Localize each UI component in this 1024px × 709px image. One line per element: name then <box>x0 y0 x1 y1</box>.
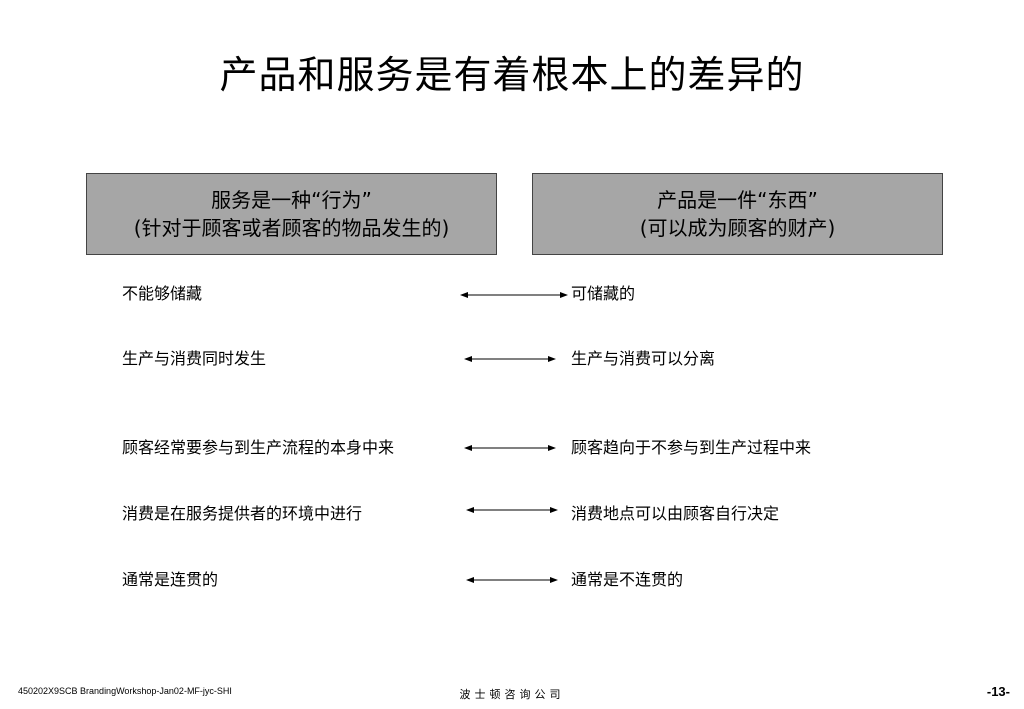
product-trait-4: 消费地点可以由顾客自行决定 <box>571 504 780 523</box>
double-arrow-icon <box>466 577 558 583</box>
product-box: 产品是一件“东西” (可以成为顾客的财产) <box>532 173 943 255</box>
service-trait-1: 不能够储藏 <box>122 284 203 303</box>
footer-file-code: 450202X9SCB BrandingWorkshop-Jan02-MF-jy… <box>18 686 232 696</box>
service-trait-3: 顾客经常要参与到生产流程的本身中来 <box>122 438 395 457</box>
page-title: 产品和服务是有着根本上的差异的 <box>219 53 805 97</box>
service-box-heading: 服务是一种“行为” <box>211 188 372 212</box>
product-trait-3: 顾客趋向于不参与到生产过程中来 <box>571 438 812 457</box>
product-trait-1: 可储藏的 <box>571 284 636 303</box>
service-box: 服务是一种“行为” (针对于顾客或者顾客的物品发生的) <box>86 173 497 255</box>
service-trait-2: 生产与消费同时发生 <box>122 349 267 368</box>
double-arrow-icon <box>460 292 568 298</box>
double-arrow-icon <box>464 356 556 362</box>
page-number: -13- <box>986 684 1010 699</box>
double-arrow-icon <box>464 445 556 451</box>
service-trait-4: 消费是在服务提供者的环境中进行 <box>122 504 363 523</box>
service-trait-5: 通常是连贯的 <box>122 570 219 589</box>
product-trait-2: 生产与消费可以分离 <box>571 349 716 368</box>
service-box-subheading: (针对于顾客或者顾客的物品发生的) <box>133 216 450 240</box>
product-box-subheading: (可以成为顾客的财产) <box>639 216 836 240</box>
product-trait-5: 通常是不连贯的 <box>571 570 684 589</box>
product-box-heading: 产品是一件“东西” <box>657 188 818 212</box>
footer-company-name: 波士顿咨询公司 <box>459 688 565 701</box>
double-arrow-icon <box>466 507 558 513</box>
